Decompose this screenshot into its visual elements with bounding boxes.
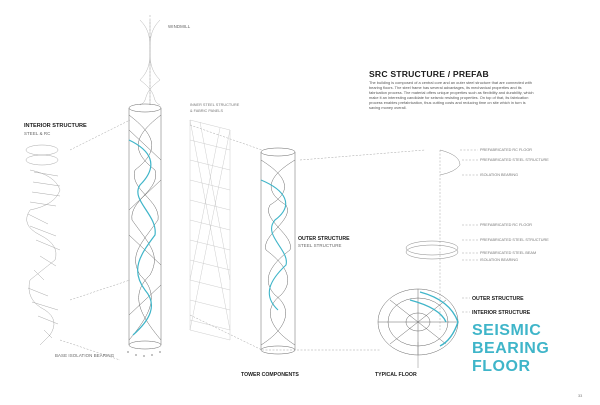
label-interior-structure: INTERIOR STRUCTURE: [24, 123, 87, 129]
base-isolation-dots: [127, 351, 161, 357]
label-steel-rc: STEEL & RC: [24, 131, 51, 136]
label-prefab-rc-floor-top: PREFABRICATED RC FLOOR: [480, 148, 533, 152]
label-typical-floor: TYPICAL FLOOR: [375, 372, 417, 378]
label-tower-components: TOWER COMPONENTS: [241, 372, 299, 378]
text-block-title: SRC STRUCTURE / PREFAB: [369, 69, 489, 79]
callout-seismic: SEISMIC: [472, 322, 542, 339]
windmill-drawing: [139, 19, 161, 106]
label-prefab-steel-structure: PREFABRICATED STEEL STRUCTURE: [480, 238, 549, 242]
tower-components-drawing: [260, 147, 296, 355]
label-outer-structure: OUTER STRUCTURE: [298, 236, 350, 242]
label-inner-steel: INNER STEEL STRUCTURE: [190, 103, 240, 107]
page-number: 33: [578, 394, 583, 398]
label-fabric-panels: & FABRIC PANELS: [190, 109, 224, 113]
typical-floor-drawing: [377, 288, 459, 368]
label-interior-structure-floor: INTERIOR STRUCTURE: [472, 310, 531, 316]
text-block-body: The building is composed of a central co…: [369, 80, 534, 111]
inner-steel-panel: [189, 119, 231, 341]
label-base-isolation: BASE ISOLATION BEARING: [55, 353, 115, 358]
label-steel-structure: STEEL STRUCTURE: [298, 243, 342, 248]
label-prefab-steel-structure-top: PREFABRICATED STEEL STRUCTURE: [480, 158, 549, 162]
interior-stair-drawing: [25, 144, 61, 346]
label-prefab-rc-floor: PREFABRICATED RC FLOOR: [480, 223, 533, 227]
exploded-floor-drawing: [405, 149, 461, 260]
label-windmill: WINDMILL: [168, 24, 191, 29]
label-prefab-steel-beam: PREFABRICATED STEEL BEAM: [480, 251, 537, 255]
callout-bearing-floor: BEARING FLOOR: [472, 340, 550, 375]
label-outer-structure-floor: OUTER STRUCTURE: [472, 296, 524, 302]
main-tower-drawing: [128, 103, 162, 350]
label-isolation-bearing-top: ISOLATION BEARING: [480, 173, 519, 177]
label-isolation-bearing: ISOLATION BEARING: [480, 258, 519, 262]
